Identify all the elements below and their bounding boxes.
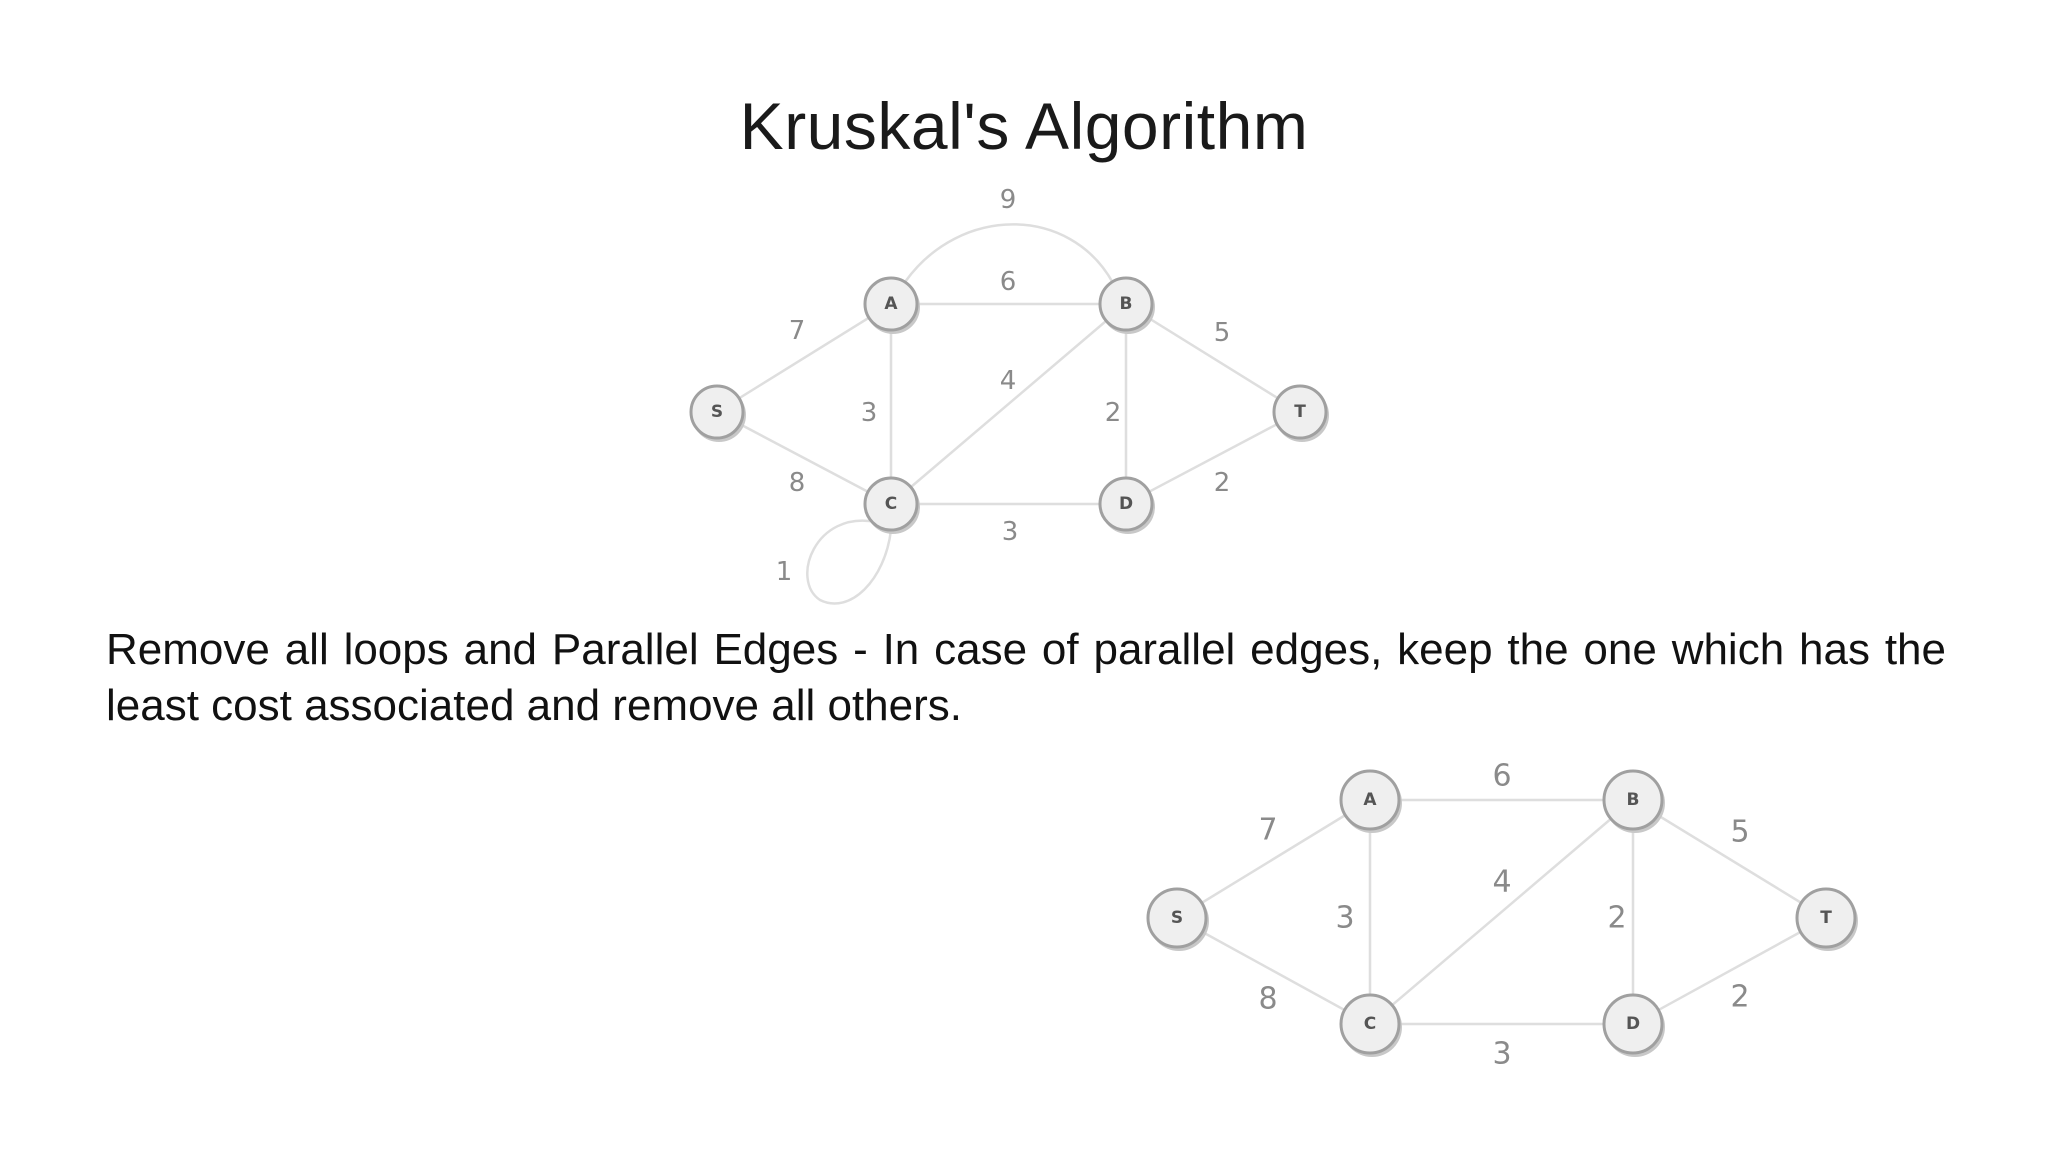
graph-node: A	[863, 276, 920, 334]
weight-label: 3	[861, 398, 878, 428]
edge-s-a	[716, 302, 892, 414]
node-label: B	[1627, 790, 1640, 810]
original-graph-edges	[716, 223, 1301, 605]
edge-a-b-parallel	[903, 223, 1115, 284]
weight-label: 3	[1492, 1037, 1511, 1072]
graph-node: C	[863, 476, 920, 534]
weight-label: 6	[1000, 267, 1017, 297]
graph-node: D	[1098, 476, 1155, 534]
node-label: C	[885, 494, 897, 514]
edge-c-loop	[806, 519, 893, 605]
graph-node: C	[1339, 993, 1402, 1057]
graph-node: D	[1602, 993, 1665, 1057]
graph-node: S	[1146, 887, 1209, 951]
original-graph-nodes: S A B C D	[689, 276, 1329, 534]
reduced-graph-weights: 6 7 5 4 3 2 8 2 3	[1258, 759, 1749, 1072]
slide-title: Kruskal's Algorithm	[739, 89, 1309, 163]
graph-node: B	[1098, 276, 1155, 334]
node-label: D	[1626, 1014, 1640, 1034]
node-label: T	[1294, 402, 1306, 422]
weight-label: 4	[1492, 865, 1511, 900]
weight-label: 4	[1000, 366, 1017, 396]
weight-label: 6	[1492, 759, 1511, 794]
node-label: S	[1171, 908, 1183, 928]
weight-label: 7	[1258, 813, 1277, 848]
edge-s-a	[1176, 798, 1371, 920]
weight-label: 2	[1730, 980, 1749, 1015]
weight-label: 9	[1000, 185, 1017, 215]
graph-node: B	[1602, 769, 1665, 833]
reduced-graph-edges	[1176, 798, 1827, 1026]
weight-label: 3	[1335, 901, 1354, 936]
graph-node: A	[1339, 769, 1402, 833]
edge-d-t	[1125, 410, 1301, 506]
edge-s-c	[1176, 916, 1371, 1026]
node-label: B	[1120, 294, 1133, 314]
weight-label: 7	[789, 316, 806, 346]
original-graph-weights: 9 6 7 5 4 3 2 8 2 3 1	[776, 185, 1231, 587]
weight-label: 2	[1607, 901, 1626, 936]
reduced-graph-nodes: S A B C D	[1146, 769, 1858, 1057]
node-label: A	[884, 294, 898, 314]
weight-label: 2	[1214, 468, 1231, 498]
weight-label: 8	[789, 468, 806, 498]
edge-b-t	[1632, 798, 1827, 920]
edge-d-t	[1632, 916, 1827, 1026]
weight-label: 2	[1105, 398, 1122, 428]
weight-label: 1	[776, 557, 793, 587]
weight-label: 8	[1258, 982, 1277, 1017]
slide-body-text: Remove all loops and Parallel Edges - In…	[106, 625, 1946, 730]
node-label: D	[1119, 494, 1133, 514]
graph-node: T	[1272, 384, 1329, 442]
edge-b-t	[1125, 302, 1301, 414]
edge-c-b	[890, 303, 1127, 505]
graph-node: T	[1795, 887, 1858, 951]
weight-label: 5	[1214, 318, 1231, 348]
weight-label: 3	[1002, 517, 1019, 547]
node-label: S	[711, 402, 723, 422]
node-label: C	[1364, 1014, 1376, 1034]
graph-node: S	[689, 384, 746, 442]
edge-c-b	[1369, 799, 1634, 1025]
node-label: A	[1363, 790, 1377, 810]
edge-s-c	[716, 410, 892, 506]
node-label: T	[1820, 908, 1832, 928]
weight-label: 5	[1730, 815, 1749, 850]
